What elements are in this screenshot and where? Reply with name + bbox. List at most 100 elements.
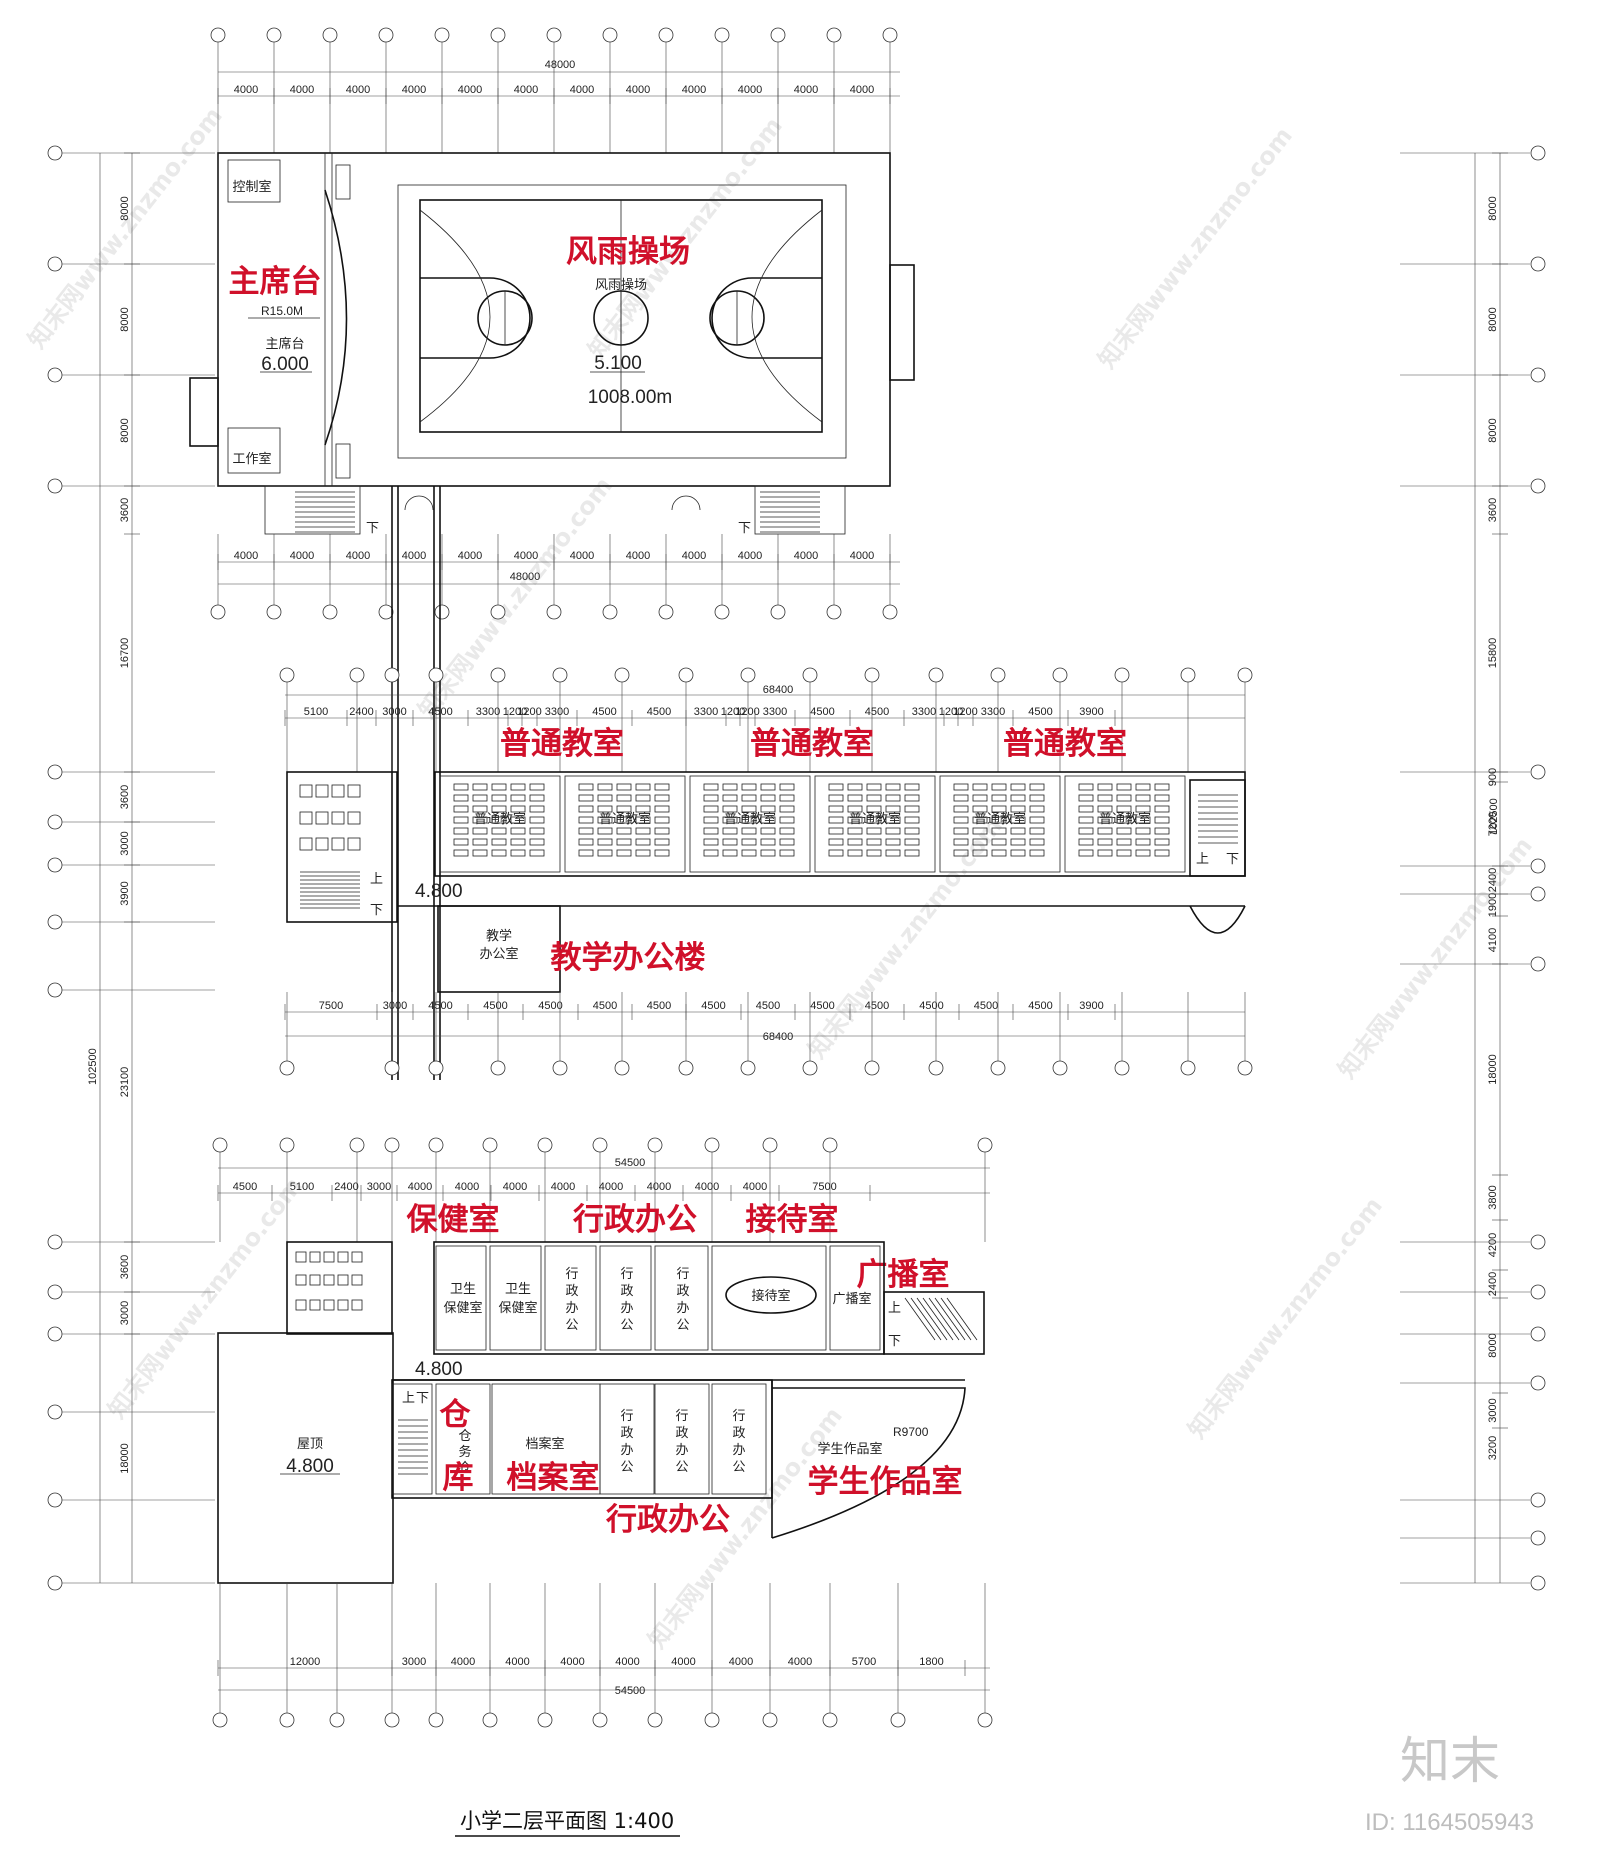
classroom-room xyxy=(564,775,686,873)
grid-bubble xyxy=(1530,1234,1546,1250)
grid-bubble xyxy=(210,604,226,620)
dim-label: 8000 xyxy=(1487,1333,1499,1357)
desk xyxy=(847,783,863,791)
admin-room xyxy=(711,1245,827,1351)
grid-bubble xyxy=(537,1137,553,1153)
grid-bubble xyxy=(384,667,400,683)
grid-bubble xyxy=(434,27,450,43)
desk xyxy=(885,827,901,835)
toilet-fixture xyxy=(295,1274,307,1286)
desk xyxy=(635,805,651,813)
dim-label: 4500 xyxy=(810,706,834,718)
grid-bubble xyxy=(1530,1575,1546,1591)
dim-label: 4500 xyxy=(647,706,671,718)
desk xyxy=(779,849,795,857)
admin-small-char: 行 xyxy=(620,1409,633,1424)
grid-bubble xyxy=(1530,858,1546,874)
desk xyxy=(1116,783,1132,791)
desk xyxy=(1029,794,1045,802)
desk xyxy=(1010,805,1026,813)
dim-label: 4000 xyxy=(850,550,874,562)
desk xyxy=(1154,783,1170,791)
dim-label: 3600 xyxy=(119,785,131,809)
left-dimension-strip: 102500 800080008000360016700360030003900… xyxy=(47,145,215,1591)
desk xyxy=(578,783,594,791)
dim-label: 4000 xyxy=(794,550,818,562)
rostrum-level: 6.000 xyxy=(261,354,309,375)
desk xyxy=(1116,805,1132,813)
desk xyxy=(1010,849,1026,857)
dim-label: 18000 xyxy=(1487,1054,1499,1085)
desk xyxy=(616,783,632,791)
grid-bubble xyxy=(1530,145,1546,161)
stair-down-label: 下 xyxy=(888,1334,901,1349)
desk xyxy=(472,838,488,846)
dim-label: 3600 xyxy=(119,1255,131,1279)
desk xyxy=(722,794,738,802)
dim-label: 15800 xyxy=(1487,638,1499,669)
desk xyxy=(847,816,863,824)
desk xyxy=(991,794,1007,802)
dim-label: 4000 xyxy=(346,84,370,96)
desk xyxy=(760,849,776,857)
desk xyxy=(779,838,795,846)
archive-title: 档案室 xyxy=(507,1460,600,1496)
desk xyxy=(616,794,632,802)
stair-down-label: 下 xyxy=(366,521,379,536)
archive-small-label: 档案室 xyxy=(525,1436,564,1452)
dim-label: 3300 xyxy=(545,706,569,718)
toilet-fixture xyxy=(351,1251,363,1263)
desk xyxy=(953,805,969,813)
desk xyxy=(904,849,920,857)
health-small-1: 卫生 xyxy=(450,1282,476,1297)
dim-label: 4000 xyxy=(408,1181,432,1193)
admin-office-title-1: 行政办公 xyxy=(572,1202,697,1238)
grid-bubble xyxy=(822,1712,838,1728)
dim-label: 3000 xyxy=(402,1656,426,1668)
desk xyxy=(597,838,613,846)
dim-label: 4500 xyxy=(756,1000,780,1012)
desk xyxy=(1029,827,1045,835)
grid-bubble xyxy=(802,667,818,683)
toilet-fixture xyxy=(295,1251,307,1263)
desk xyxy=(510,805,526,813)
plan-title: 小学二层平面图 1:400 xyxy=(460,1809,674,1833)
dim-label: 3000 xyxy=(367,1181,391,1193)
classroom-small-label: 普通教室 xyxy=(724,811,776,827)
grid-bubble xyxy=(826,27,842,43)
desk xyxy=(904,805,920,813)
toilet-fixture xyxy=(347,837,361,851)
dim-label: 4500 xyxy=(592,706,616,718)
admin-small-char: 政 xyxy=(676,1284,689,1299)
toilet-fixture xyxy=(315,837,329,851)
dim-label: 4500 xyxy=(865,1000,889,1012)
desk xyxy=(491,827,507,835)
desk xyxy=(703,783,719,791)
dim-teach-bottom-total: 68400 xyxy=(763,1031,794,1043)
grid-bubble xyxy=(1237,667,1253,683)
grid-bubble xyxy=(322,27,338,43)
admin-small-char: 办 xyxy=(620,1443,633,1458)
grid-bubble xyxy=(762,1137,778,1153)
dim-label: 4000 xyxy=(234,84,258,96)
desk xyxy=(703,816,719,824)
grid-bubble xyxy=(47,1404,63,1420)
desk xyxy=(779,816,795,824)
stair-up-label: 上 xyxy=(1196,852,1209,867)
desk xyxy=(866,849,882,857)
stair-tread xyxy=(928,1297,960,1341)
grid-bubble xyxy=(47,1234,63,1250)
grid-bubble xyxy=(1530,1284,1546,1300)
desk xyxy=(472,816,488,824)
desk xyxy=(1078,838,1094,846)
desk xyxy=(616,827,632,835)
classroom-room xyxy=(939,775,1061,873)
desk xyxy=(703,794,719,802)
grid-bubble xyxy=(490,1060,506,1076)
dim-label: 4000 xyxy=(599,1181,623,1193)
classroom-title-1: 普通教室 xyxy=(500,726,624,762)
dim-label: 3000 xyxy=(383,1000,407,1012)
desk xyxy=(847,805,863,813)
grid-bubble xyxy=(990,1060,1006,1076)
desk xyxy=(847,794,863,802)
